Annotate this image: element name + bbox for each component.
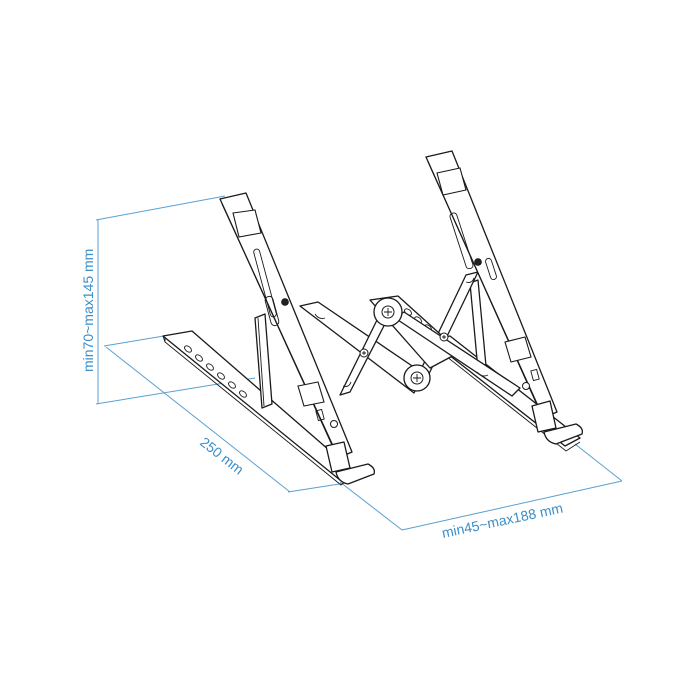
screw-icon bbox=[522, 382, 530, 390]
left-upright-frame bbox=[219, 192, 353, 459]
rubber-foot bbox=[335, 463, 376, 485]
scissor-linkage bbox=[299, 271, 521, 397]
rubber-pad bbox=[297, 381, 325, 407]
height-dimension-label: min70~max145 mm bbox=[80, 249, 96, 372]
rubber-foot bbox=[543, 423, 584, 445]
adjust-knob bbox=[474, 258, 482, 266]
hinges bbox=[359, 297, 449, 392]
left-support-prop bbox=[254, 313, 273, 409]
adjust-knob bbox=[281, 298, 289, 306]
right-upright-frame bbox=[425, 150, 558, 419]
rubber-pad bbox=[436, 167, 467, 196]
depth-dimension-label: min45~max188 mm bbox=[440, 500, 564, 541]
dimension-lines bbox=[95, 195, 623, 531]
right-foot bbox=[531, 400, 584, 445]
left-foot bbox=[325, 441, 376, 485]
rubber-pad bbox=[504, 336, 532, 363]
length-dimension-label: 250 mm bbox=[197, 434, 247, 478]
screw-icon bbox=[330, 420, 338, 428]
rubber-pad bbox=[232, 209, 262, 238]
adjustment-holes bbox=[184, 345, 247, 398]
